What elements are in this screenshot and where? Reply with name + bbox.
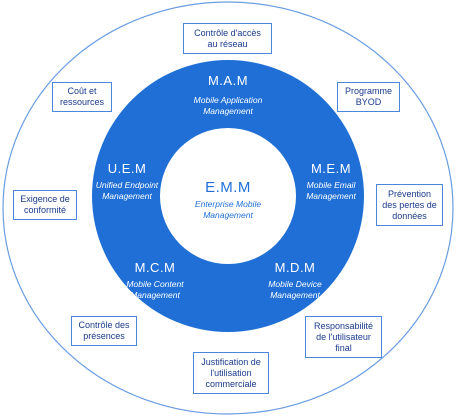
mdm-line2: Management [270, 290, 320, 300]
mcm-line1: Mobile Content [126, 279, 184, 289]
box-presences: Contrôle des présences [71, 316, 137, 346]
mam-abbr: M.A.M [208, 73, 248, 88]
uem-line2: Management [102, 191, 152, 201]
uem-abbr: U.E.M [108, 161, 147, 176]
mem-line1: Mobile Email [307, 180, 357, 190]
box-controle-acces: Contrôle d'accès au réseau [183, 23, 272, 54]
box-justification: Justification de l'utilisation commercia… [193, 352, 269, 394]
mam-line2: Management [203, 106, 253, 116]
mem-line2: Management [306, 191, 356, 201]
box-byod: Programme BYOD [337, 82, 400, 112]
center-line1: Enterprise Mobile [195, 199, 261, 209]
mcm-abbr: M.C.M [135, 260, 176, 275]
mcm-line2: Management [130, 290, 180, 300]
uem-line1: Unified Endpoint [96, 180, 159, 190]
mam-line1: Mobile Application [194, 95, 263, 105]
box-prevention: Prévention des pertes de données [376, 184, 443, 226]
center-abbr: E.M.M [205, 179, 251, 196]
mdm-line1: Mobile Device [268, 279, 322, 289]
mdm-abbr: M.D.M [275, 260, 316, 275]
center-line2: Management [203, 210, 253, 220]
mem-abbr: M.E.M [311, 161, 351, 176]
box-cout: Coût et ressources [52, 82, 112, 112]
box-responsabilite: Responsabilité de l'utilisateur final [305, 316, 382, 358]
inner-hole [160, 128, 296, 264]
box-conformite: Exigence de conformité [13, 190, 77, 220]
